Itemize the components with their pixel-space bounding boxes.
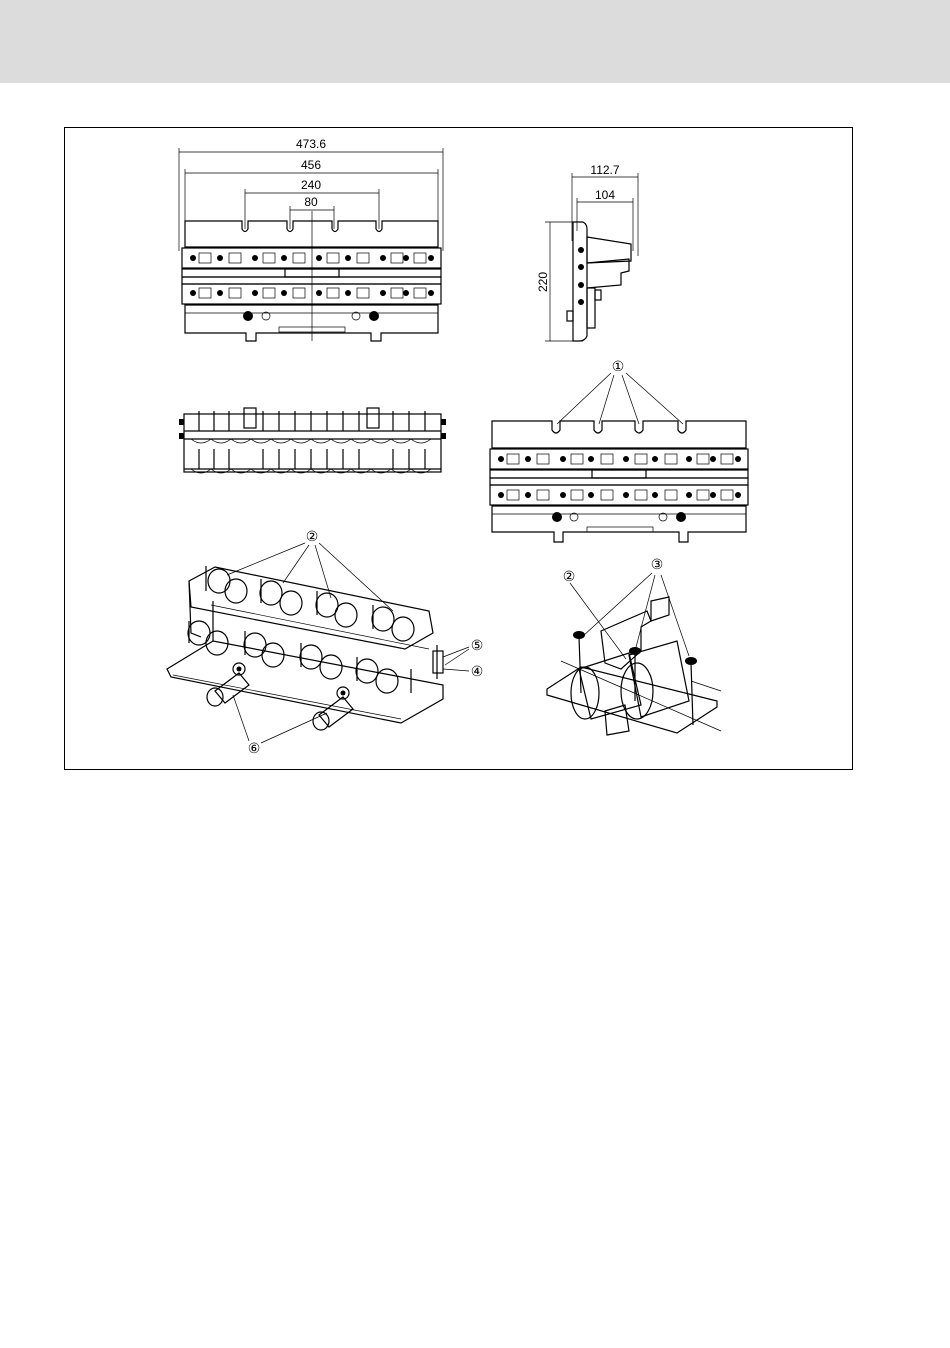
callout-2-right: ② xyxy=(563,568,576,584)
technical-drawing: 473.6 456 240 80 xyxy=(65,128,854,771)
callout-6: ⑥ xyxy=(248,740,261,756)
front-view-detail: ① xyxy=(490,358,748,542)
callout-4: ④ xyxy=(471,663,484,679)
callout-3: ③ xyxy=(651,556,664,572)
front-view: 473.6 456 240 80 xyxy=(179,137,443,341)
dim-240: 240 xyxy=(301,178,321,192)
dim-104: 104 xyxy=(595,188,615,202)
figure-frame: 473.6 456 240 80 xyxy=(64,127,853,770)
dim-220: 220 xyxy=(536,272,550,292)
dim-112-7: 112.7 xyxy=(590,163,619,177)
dim-80: 80 xyxy=(304,195,318,209)
top-view xyxy=(179,408,446,473)
clamp-detail: ② ③ xyxy=(547,556,721,735)
page-header-band xyxy=(0,0,950,83)
callout-1: ① xyxy=(612,358,625,374)
dim-473-6: 473.6 xyxy=(296,137,326,151)
callout-2-left: ② xyxy=(306,528,319,544)
capacitor-row-lower xyxy=(188,621,398,693)
dim-456: 456 xyxy=(301,158,321,172)
callout-5: ⑤ xyxy=(471,637,484,653)
isometric-assembly: ② xyxy=(167,528,483,756)
side-view: 112.7 104 220 xyxy=(536,163,638,341)
